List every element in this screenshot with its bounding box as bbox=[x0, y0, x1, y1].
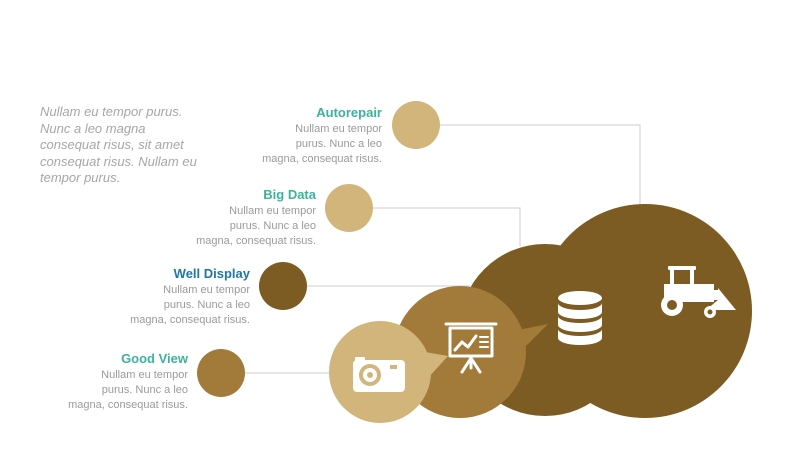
item-autorepair: Autorepair Nullam eu tempor purus. Nunc … bbox=[262, 104, 382, 167]
item-title: Good View bbox=[121, 351, 188, 366]
pointer-well-display bbox=[518, 324, 548, 352]
node-well-display bbox=[259, 262, 307, 310]
item-big-data: Big Data Nullam eu tempor purus. Nunc a … bbox=[196, 186, 316, 249]
item-description: Nullam eu tempor purus. Nunc a leo magna… bbox=[130, 284, 250, 326]
item-title: Well Display bbox=[173, 266, 250, 281]
database-icon bbox=[558, 291, 602, 345]
connector-autorepair bbox=[440, 124, 641, 210]
item-description: Nullam eu tempor purus. Nunc a leo magna… bbox=[68, 369, 188, 411]
presentation-board-icon bbox=[444, 322, 498, 374]
item-title: Big Data bbox=[263, 187, 316, 202]
connector-lines bbox=[244, 124, 641, 374]
pointer-good-view bbox=[425, 352, 448, 378]
camera-icon bbox=[353, 357, 405, 392]
node-big-data bbox=[325, 184, 373, 232]
bulldozer-icon bbox=[661, 266, 736, 318]
item-title: Autorepair bbox=[316, 105, 382, 120]
node-good-view bbox=[197, 349, 245, 397]
item-well-display: Well Display Nullam eu tempor purus. Nun… bbox=[130, 265, 250, 328]
item-good-view: Good View Nullam eu tempor purus. Nunc a… bbox=[68, 350, 188, 413]
intro-paragraph: Nullam eu tempor purus. Nunc a leo magna… bbox=[40, 104, 197, 185]
connector-big-data bbox=[372, 207, 521, 246]
item-description: Nullam eu tempor purus. Nunc a leo magna… bbox=[262, 123, 382, 165]
item-description: Nullam eu tempor purus. Nunc a leo magna… bbox=[196, 205, 316, 247]
node-autorepair bbox=[392, 101, 440, 149]
